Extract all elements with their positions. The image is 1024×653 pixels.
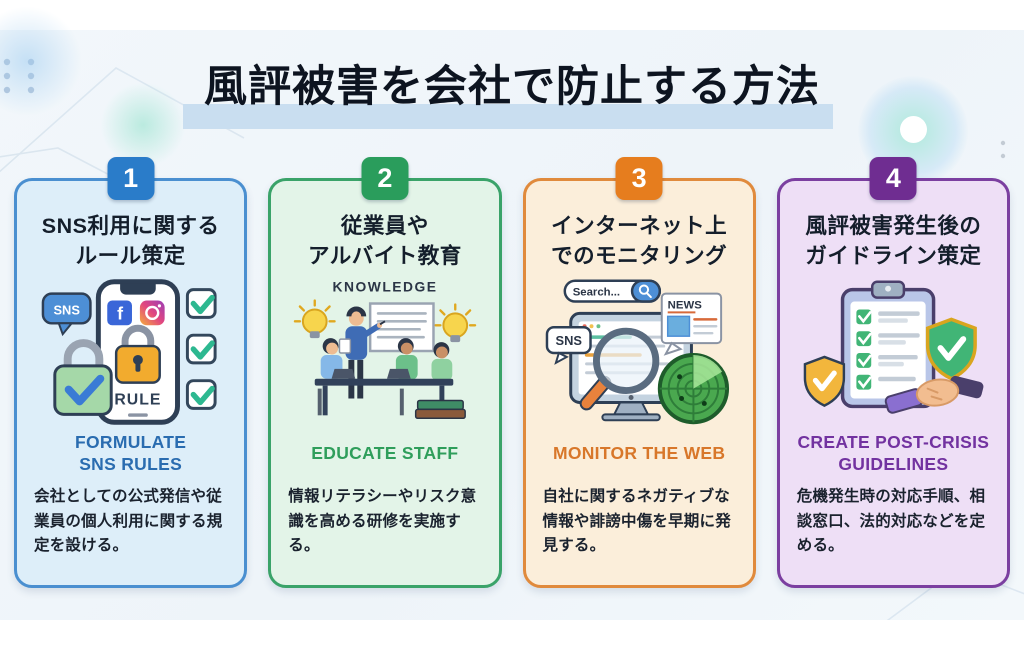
card-label-en: EDUCATE STAFF	[271, 428, 498, 478]
svg-text:Search...: Search...	[573, 287, 620, 299]
card-title: SNS利用に関するルール策定	[17, 212, 244, 271]
card-title-line1: 風評被害発生後の	[805, 214, 982, 238]
svg-text:RULE: RULE	[114, 392, 161, 409]
card-label-line1: CREATE POST-CRISIS	[797, 431, 990, 452]
card-description: 危機発生時の対応手順、相談窓口、法的対応などを定める。	[796, 488, 986, 555]
card-title-line1: インターネット上	[551, 214, 728, 238]
lightbulb-icon	[293, 299, 336, 339]
card-number-badge: 1	[107, 157, 155, 200]
card-monitor-web: 3 インターネット上でのモニタリング	[522, 157, 756, 588]
radar-icon	[657, 353, 730, 425]
cards-row: 1 SNS利用に関するルール策定	[14, 157, 1010, 588]
card-title: 従業員やアルバイト教育	[271, 212, 498, 271]
card-title-line1: 従業員や	[340, 214, 429, 238]
handshake-icon	[885, 376, 984, 415]
rule-padlock-icon: RULE	[114, 325, 161, 409]
facebook-icon: f	[106, 300, 132, 326]
card-educate-staff: 2 従業員やアルバイト教育 KNOWLEDGE	[268, 157, 502, 588]
sns-bubble: SNS	[41, 292, 92, 337]
card-description: 自社に関するネガティブな情報や誹謗中傷を早期に発見する。	[542, 488, 731, 555]
checklist-rows	[856, 309, 921, 390]
card-illustration: Search... NEWS	[526, 276, 753, 428]
card-label-line1: FORMULATE	[75, 431, 187, 452]
card-label-line1: EDUCATE STAFF	[311, 443, 459, 464]
check-padlock-icon	[52, 339, 113, 417]
page-title: 風評被害を会社で防止する方法	[204, 63, 820, 111]
checkbox-icon	[185, 288, 217, 411]
magnifier-icon	[579, 328, 660, 411]
svg-text:f: f	[117, 304, 123, 324]
card-title-line2: ガイドライン策定	[805, 243, 982, 268]
lightbulb-icon	[434, 303, 477, 343]
card-number-badge: 4	[869, 157, 917, 200]
card-label-en: MONITOR THE WEB	[526, 428, 753, 478]
card-description: 会社としての公式発信や従業員の個人利用に関する規定を設ける。	[34, 488, 223, 555]
svg-text:SNS: SNS	[53, 303, 80, 318]
card-illustration	[780, 276, 1007, 428]
news-card: NEWS	[660, 292, 723, 357]
card-illustration: KNOWLEDGE	[271, 276, 498, 428]
instagram-icon	[139, 300, 165, 326]
card-title-line2: でのモニタリング	[551, 243, 728, 268]
card-description: 情報リテラシーやリスク意識を高める研修を実施する。	[288, 488, 477, 555]
card-sns-rules: 1 SNS利用に関するルール策定	[14, 157, 248, 588]
card-crisis-guidelines: 4 風評被害発生後のガイドライン策定	[776, 157, 1010, 588]
books-stack-icon	[414, 400, 466, 420]
card-title: 風評被害発生後のガイドライン策定	[780, 212, 1007, 271]
title-highlight-bar	[183, 104, 833, 129]
card-number-badge: 3	[615, 157, 663, 200]
card-label-line2: GUIDELINES	[838, 454, 949, 475]
card-title-line1: SNS利用に関する	[41, 214, 220, 238]
svg-text:SNS: SNS	[556, 333, 583, 348]
content-band: 風評被害を会社で防止する方法 1 SNS利用に関するルール策定	[0, 6, 1024, 620]
knowledge-label: KNOWLEDGE	[332, 279, 437, 295]
card-title-line2: ルール策定	[75, 243, 186, 268]
card-number-badge: 2	[361, 157, 409, 200]
students-at-table	[314, 338, 454, 416]
card-label-line1: MONITOR THE WEB	[552, 443, 726, 464]
shield-check-icon-yellow	[804, 355, 846, 408]
svg-text:NEWS: NEWS	[668, 300, 703, 312]
search-bar: Search...	[563, 279, 662, 304]
card-title: インターネット上でのモニタリング	[526, 212, 753, 271]
sns-bubble: SNS	[545, 326, 592, 366]
dot-pair	[1000, 140, 1006, 159]
header: 風評被害を会社で防止する方法	[0, 62, 1024, 132]
clipboard-icon	[841, 280, 936, 409]
card-title-line2: アルバイト教育	[307, 243, 462, 268]
card-label-line2: SNS RULES	[79, 454, 183, 475]
card-illustration: f	[17, 276, 244, 428]
